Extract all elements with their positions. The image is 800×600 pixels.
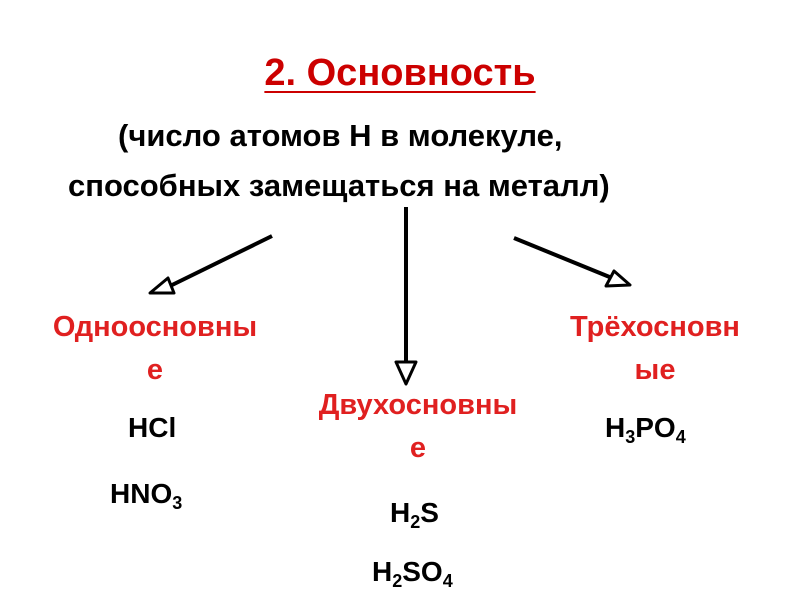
formula-part: H (605, 412, 626, 443)
formula-h2s: H2S (390, 497, 439, 532)
formula-part: SO (402, 556, 443, 587)
arrow-left (148, 234, 273, 295)
formula-h2so4: H2SO4 (372, 556, 453, 591)
formula-hno3: HNO3 (110, 478, 183, 513)
formula-part: PO (635, 412, 676, 443)
category-label-line-1: Двухосновны (318, 389, 518, 421)
formula-subscript: 3 (172, 493, 183, 513)
formula-h3po4: H3PO4 (605, 412, 686, 447)
formula-subscript: 4 (675, 427, 686, 447)
formula-part: H (372, 556, 393, 587)
category-label-line-1: Трёхосновн (570, 311, 740, 343)
category-tribasic: Трёхосновн ые (540, 306, 770, 392)
category-dibasic: Двухосновны е (288, 384, 548, 470)
subtitle-line-1: (число атомов Н в молекуле, (118, 118, 563, 153)
arrow-right (513, 236, 632, 288)
category-monobasic: Одноосновны е (20, 306, 290, 392)
category-label-line-1: Одноосновны (52, 311, 258, 343)
formula-subscript: 2 (410, 512, 421, 532)
formula-hcl: HCl (128, 412, 176, 444)
formula-subscript: 4 (442, 571, 453, 591)
formula-subscript: 2 (392, 571, 403, 591)
slide-title: 2. Основность (264, 52, 536, 94)
formula-part: H (390, 497, 411, 528)
arrow-middle (394, 207, 418, 386)
category-label-line-2: ые (634, 354, 676, 386)
formula-part: HNO (110, 478, 173, 509)
category-label-line-2: е (409, 432, 427, 464)
category-label-line-2: е (146, 354, 164, 386)
formula-subscript: 3 (625, 427, 636, 447)
subtitle-line-2: способных замещаться на металл) (68, 168, 610, 203)
formula-part: S (420, 497, 439, 528)
formula-part: HCl (128, 412, 177, 443)
